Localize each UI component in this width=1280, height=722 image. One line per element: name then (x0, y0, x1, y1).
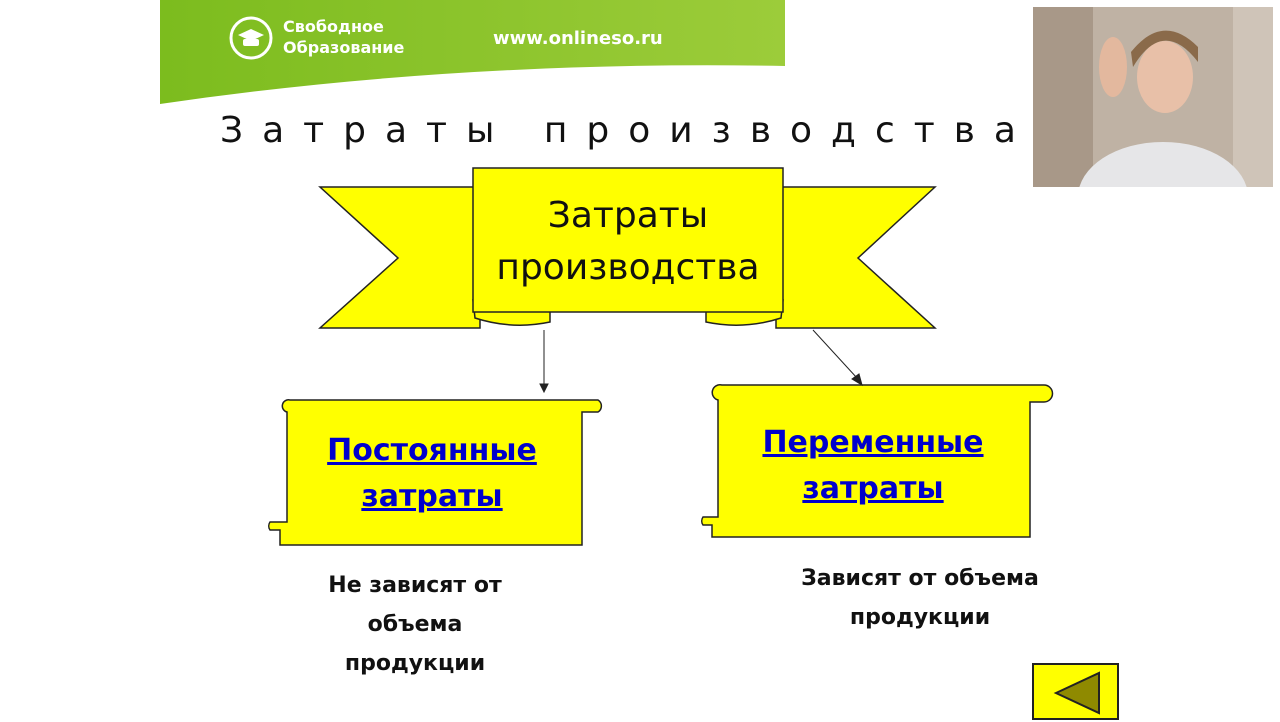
variable-costs-line2[interactable]: затраты (802, 471, 944, 506)
slide-title: Затраты производства (220, 110, 1035, 151)
variable-costs-description: Зависят от объема продукции (760, 559, 1080, 637)
slide-header-banner (160, 0, 785, 104)
presenter-video-frame (1033, 7, 1273, 187)
ribbon-center (472, 167, 784, 313)
ribbon-line2: производства (496, 247, 760, 288)
desc-line: объема (367, 612, 463, 637)
ribbon-right-tail (775, 186, 937, 329)
brand-name: Свободное Образование (283, 16, 404, 58)
variable-costs-link[interactable]: Переменные затраты (718, 420, 1028, 512)
triangle-left-icon (1053, 671, 1100, 715)
desc-line: Зависят от объема (801, 566, 1039, 591)
desc-line: Не зависят от (328, 573, 502, 598)
fixed-costs-line2[interactable]: затраты (361, 479, 503, 514)
desc-line: продукции (849, 605, 991, 630)
variable-costs-line1[interactable]: Переменные (762, 425, 984, 460)
fixed-costs-link[interactable]: Постоянные затраты (287, 428, 577, 520)
ribbon-left-tail (318, 186, 481, 329)
brand-line1: Свободное (283, 17, 384, 36)
fixed-costs-line1[interactable]: Постоянные (327, 433, 537, 468)
back-button[interactable] (1032, 663, 1119, 720)
ribbon-label: Затраты производства (473, 190, 783, 294)
site-url: www.onlineso.ru (493, 28, 663, 49)
left-scroll (268, 399, 603, 546)
right-scroll (701, 383, 1054, 538)
ribbon-line1: Затраты (547, 195, 709, 236)
graduation-cap-logo-icon (229, 16, 273, 60)
desc-line: продукции (344, 651, 486, 676)
webcam-video (1033, 7, 1273, 187)
fixed-costs-description: Не зависят от объема продукции (280, 566, 550, 683)
brand-line2: Образование (283, 38, 405, 57)
